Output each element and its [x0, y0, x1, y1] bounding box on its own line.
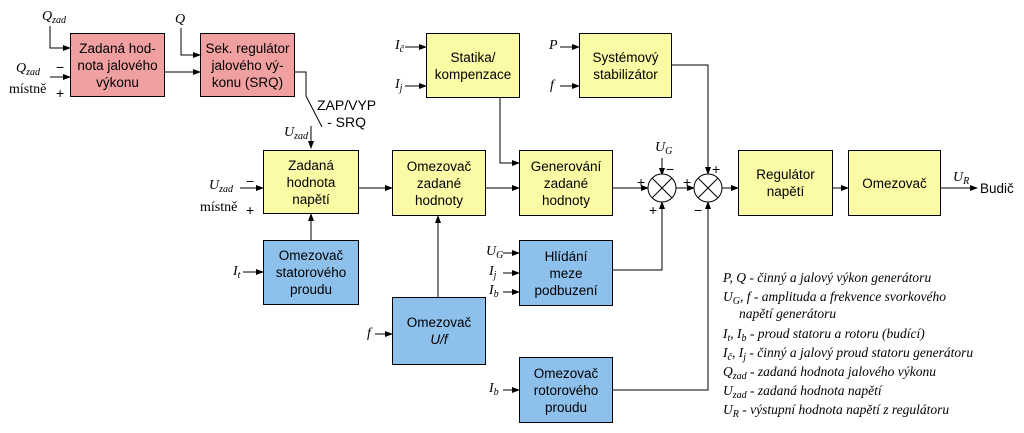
- signal-u-zad-mistne: Uzad: [209, 178, 234, 195]
- legend-ug-f-cont: napětí generátoru: [739, 306, 837, 321]
- block-label: Generování zadané hodnoty: [530, 158, 602, 208]
- block-label: Hlídání meze podbuzení: [534, 248, 598, 298]
- signal-i-j: Ij: [395, 77, 403, 94]
- block-label: Omezovač: [406, 315, 472, 330]
- block-label: Statika/ kompenzace: [434, 49, 512, 82]
- block-zadana-hodnota-napeti: Zadaná hodnota napětí: [263, 150, 359, 214]
- block-label-italic: U/f: [430, 332, 448, 347]
- block-label: Omezovač zadané hodnoty: [406, 158, 472, 208]
- signal-u-r: UR: [953, 170, 970, 187]
- block-label: Omezovač: [862, 175, 927, 191]
- signal-i-j-hlidani: Ij: [489, 264, 497, 281]
- sign-minus: −: [56, 59, 65, 75]
- block-statika-kompenzace: Statika/ kompenzace: [426, 33, 520, 98]
- signal-q-zad-mistne: Qzad: [16, 61, 41, 78]
- sign-plus: +: [683, 174, 692, 190]
- signal-i-t: It: [233, 264, 241, 281]
- signal-u-zad-srq: Uzad: [284, 125, 309, 142]
- sign-plus: +: [246, 202, 255, 218]
- block-systemovy-stabilizator: Systémový stabilizátor: [579, 33, 672, 98]
- signal-i-b-rotor: Ib: [489, 381, 499, 398]
- block-label: Regulátor napětí: [756, 167, 815, 199]
- label-zap-vyp-srq: ZAP/VYP - SRQ: [317, 97, 377, 130]
- legend-u-r: UR - výstupní hodnota napětí z regulátor…: [723, 402, 950, 420]
- sign-minus: −: [694, 202, 703, 218]
- block-label: Omezovač statorového proudu: [275, 248, 347, 297]
- signal-u-g-sum: UG: [655, 140, 673, 157]
- block-label: Zadaná hod- nota jalového výkonu: [77, 40, 158, 90]
- block-generovani-zadane-hodnoty: Generování zadané hodnoty: [519, 150, 613, 216]
- block-sek-regulator-srq: Sek. regulátor jalového vý- konu (SRQ): [200, 33, 295, 97]
- block-hlidani-meze-podbuzeni: Hlídání meze podbuzení: [519, 240, 613, 306]
- signal-i-b-hlidani: Ib: [489, 283, 499, 300]
- signal-u-g-hlidani: UG: [486, 244, 504, 261]
- block-zadana-hodnota-jaloveho-vykonu: Zadaná hod- nota jalového výkonu: [70, 33, 165, 97]
- legend-q-zad: Qzad - zadaná hodnota jalového výkonu: [723, 364, 936, 382]
- signal-q-zad-top: Qzad: [42, 9, 67, 26]
- label-mistne-q: místně: [9, 82, 47, 97]
- sign-minus: −: [246, 173, 255, 189]
- signal-f-uf: f: [367, 326, 371, 341]
- legend-p-q: P, Q - činný a jalový výkon generátoru: [723, 270, 932, 285]
- block-regulator-napeti: Regulátor napětí: [738, 150, 833, 216]
- block-omezovac-u-f: Omezovač U/f: [392, 297, 486, 365]
- sign-plus: +: [56, 85, 65, 101]
- block-omezovac-rotoroveho-proudu: Omezovač rotorového proudu: [519, 357, 613, 423]
- legend-u-zad: Uzad - zadaná hodnota napětí: [723, 383, 882, 401]
- label-mistne-u: místně: [200, 200, 238, 215]
- sign-plus: +: [649, 202, 658, 218]
- sign-minus: −: [666, 161, 675, 177]
- signal-f-stab: f: [550, 78, 554, 93]
- legend-ug-f: UG, f - amplituda a frekvence svorkového: [723, 289, 947, 307]
- block-omezovac-vystup: Omezovač: [848, 150, 941, 216]
- signal-i-c: Ič: [395, 38, 405, 55]
- block-omezovac-zadane-hodnoty: Omezovač zadané hodnoty: [392, 150, 486, 216]
- block-omezovac-statoroveho-proudu: Omezovač statorového proudu: [263, 240, 359, 305]
- block-label: Zadaná hodnota napětí: [286, 157, 336, 207]
- block-label: Sek. regulátor jalového vý- konu (SRQ): [205, 40, 290, 90]
- sign-plus: +: [712, 161, 721, 177]
- legend-ic-ij: Ič, Ij - činný a jalový proud statoru ge…: [723, 345, 974, 363]
- sign-plus: +: [637, 174, 646, 190]
- block-label: Systémový stabilizátor: [592, 49, 659, 82]
- block-label: Omezovač rotorového proudu: [533, 365, 599, 415]
- signal-p: P: [549, 38, 558, 53]
- signal-q: Q: [175, 12, 186, 27]
- label-budic: Budič: [980, 181, 1014, 196]
- legend-it-ib: It, Ib - proud statoru a rotoru (budící): [723, 326, 925, 344]
